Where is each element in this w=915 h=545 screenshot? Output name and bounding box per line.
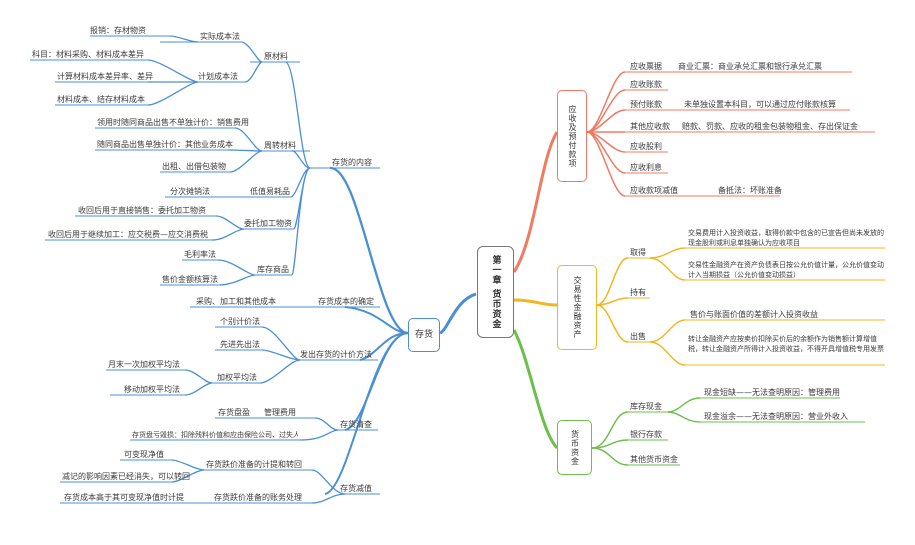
topic-receivables[interactable]: 应收及预付款项 — [557, 90, 587, 182]
leaf-notes-receivable-note[interactable]: 商业汇票：商业承兑汇票和银行承兑汇票 — [678, 62, 822, 71]
topic-trading-assets-label: 交易性金融资产 — [573, 276, 582, 339]
node-acquire[interactable]: 取得 — [630, 248, 646, 257]
node-inventory-content[interactable]: 存货的内容 — [332, 158, 372, 167]
node-consigned-processing[interactable]: 委托加工物资 — [244, 219, 292, 228]
node-provision-reversal[interactable]: 存货跌价准备的计提和转回 — [206, 460, 302, 469]
node-weighted-avg[interactable]: 加权平均法 — [217, 373, 257, 382]
node-notes-receivable[interactable]: 应收票据 — [630, 62, 662, 71]
leaf-actual-cost-1[interactable]: 报销：存材物资 — [90, 26, 146, 35]
leaf-other-receivables-note[interactable]: 赔款、罚款、应收的租金包装物租金、存出保证金 — [682, 122, 858, 131]
central-topic-label: 第一章 货币资金 — [490, 254, 501, 330]
node-dividends-receivable[interactable]: 应收股利 — [630, 142, 662, 151]
node-bank-deposit[interactable]: 银行存款 — [630, 430, 662, 439]
leaf-acquire-note-1[interactable]: 交易费用计入投资收益，取得价款中包含的已宣告但尚未发放的现金股利或利息单独确认为… — [688, 229, 884, 247]
leaf-cash-shortage[interactable]: 现金短缺——无法查明原因：管理费用 — [704, 388, 840, 397]
leaf-month-end-wavg[interactable]: 月末一次加权平均法 — [108, 360, 180, 369]
leaf-cost-components[interactable]: 采购、加工和其他成本 — [196, 297, 276, 306]
node-stock-goods[interactable]: 库存商品 — [257, 265, 289, 274]
node-impairment[interactable]: 存货减值 — [340, 484, 372, 493]
leaf-packaging-2[interactable]: 随同商品出售单独计价：其他业务成本 — [97, 140, 233, 149]
node-prepayments[interactable]: 预付账款 — [630, 100, 662, 109]
leaf-stock-2[interactable]: 售价金额核算法 — [162, 275, 218, 284]
leaf-provision-accrue[interactable]: 存货成本高于其可变现净值时计提 — [64, 493, 184, 502]
topic-trading-assets[interactable]: 交易性金融资产 — [557, 265, 597, 350]
leaf-plan-cost-1[interactable]: 科目：材料采购、材料成本差异 — [32, 50, 144, 59]
leaf-moving-wavg[interactable]: 移动加权平均法 — [124, 385, 180, 394]
leaf-stock-1[interactable]: 毛利率法 — [184, 250, 216, 259]
node-receivable-impairment[interactable]: 应收款项减值 — [630, 186, 678, 195]
node-sell[interactable]: 出售 — [630, 332, 646, 341]
leaf-acquire-note-2[interactable]: 交易性金融资产在资产负债表日按公允价值计量，公允价值变动计入当期损益（公允价值变… — [688, 261, 884, 279]
node-inventory-count[interactable]: 存货清查 — [340, 420, 372, 429]
leaf-surplus[interactable]: 存货盘盈 — [218, 408, 250, 417]
topic-inventory[interactable]: 存货 — [408, 318, 440, 352]
leaf-plan-cost-3[interactable]: 材料成本、结存材料成本 — [57, 95, 145, 104]
leaf-specific-id[interactable]: 个别计价法 — [220, 317, 260, 326]
topic-inventory-label: 存货 — [414, 330, 433, 340]
leaf-packaging-1[interactable]: 领用时随同商品出售不单独计价：销售费用 — [97, 118, 249, 127]
leaf-fifo[interactable]: 先进先出法 — [220, 340, 260, 349]
leaf-sell-note-2[interactable]: 转让金融资产应按卖价扣除买价后的余额作为销售额计算增值税，转让金融资产所得计入投… — [688, 335, 884, 353]
leaf-consigned-1[interactable]: 收回后用于直接销售：委托加工物资 — [78, 206, 206, 215]
leaf-shortage[interactable]: 存货盘亏毁损：扣除残料价值和应由保险公司、过失人赔偿后的净损失，计入管理费用或营… — [132, 431, 298, 439]
node-hold[interactable]: 持有 — [630, 288, 646, 297]
node-cash-on-hand[interactable]: 库存现金 — [630, 402, 662, 411]
leaf-surplus-note[interactable]: 管理费用 — [264, 408, 296, 417]
leaf-low-value-1[interactable]: 分次摊销法 — [170, 187, 210, 196]
leaf-cash-overage[interactable]: 现金溢余——无法查明原因：营业外收入 — [704, 412, 848, 421]
topic-receivables-label: 应收及预付款项 — [568, 104, 577, 168]
topic-cash[interactable]: 货币资金 — [557, 420, 592, 475]
node-accounts-receivable[interactable]: 应收账款 — [630, 80, 662, 89]
node-raw-materials[interactable]: 原材料 — [264, 52, 288, 61]
node-other-receivables[interactable]: 其他应收款 — [630, 122, 670, 131]
leaf-reversal[interactable]: 减记的影响因素已经消失，可以转回 — [62, 472, 190, 481]
leaf-receivable-impairment-note[interactable]: 备抵法：坏账准备 — [718, 186, 782, 195]
leaf-sell-note-1[interactable]: 售价与账面价值的差额计入投资收益 — [690, 310, 818, 319]
node-plan-cost[interactable]: 计划成本法 — [198, 72, 238, 81]
node-low-value[interactable]: 低值易耗品 — [250, 187, 290, 196]
node-issue-valuation[interactable]: 发出存货的计价方法 — [300, 350, 372, 359]
node-cost-determination[interactable]: 存货成本的确定 — [318, 297, 374, 306]
leaf-prepayments-note[interactable]: 未单独设置本科目，可以通过应付账款核算 — [684, 100, 836, 109]
leaf-plan-cost-2[interactable]: 计算材料成本差异率、差异 — [57, 72, 153, 81]
node-provision-accounting[interactable]: 存货跌价准备的账务处理 — [214, 493, 302, 502]
central-topic[interactable]: 第一章 货币资金 — [477, 246, 514, 338]
leaf-consigned-2[interactable]: 收回后用于继续加工：应交税费—应交消费税 — [48, 230, 208, 239]
leaf-packaging-3[interactable]: 出租、出借包装物 — [162, 162, 226, 171]
node-interest-receivable[interactable]: 应收利息 — [630, 163, 662, 172]
leaf-nrv[interactable]: 可变现净值 — [124, 450, 164, 459]
node-actual-cost[interactable]: 实际成本法 — [200, 32, 240, 41]
node-revolving-materials[interactable]: 周转材料 — [264, 141, 296, 150]
node-other-monetary[interactable]: 其他货币资金 — [630, 455, 678, 464]
topic-cash-label: 货币资金 — [570, 429, 580, 466]
